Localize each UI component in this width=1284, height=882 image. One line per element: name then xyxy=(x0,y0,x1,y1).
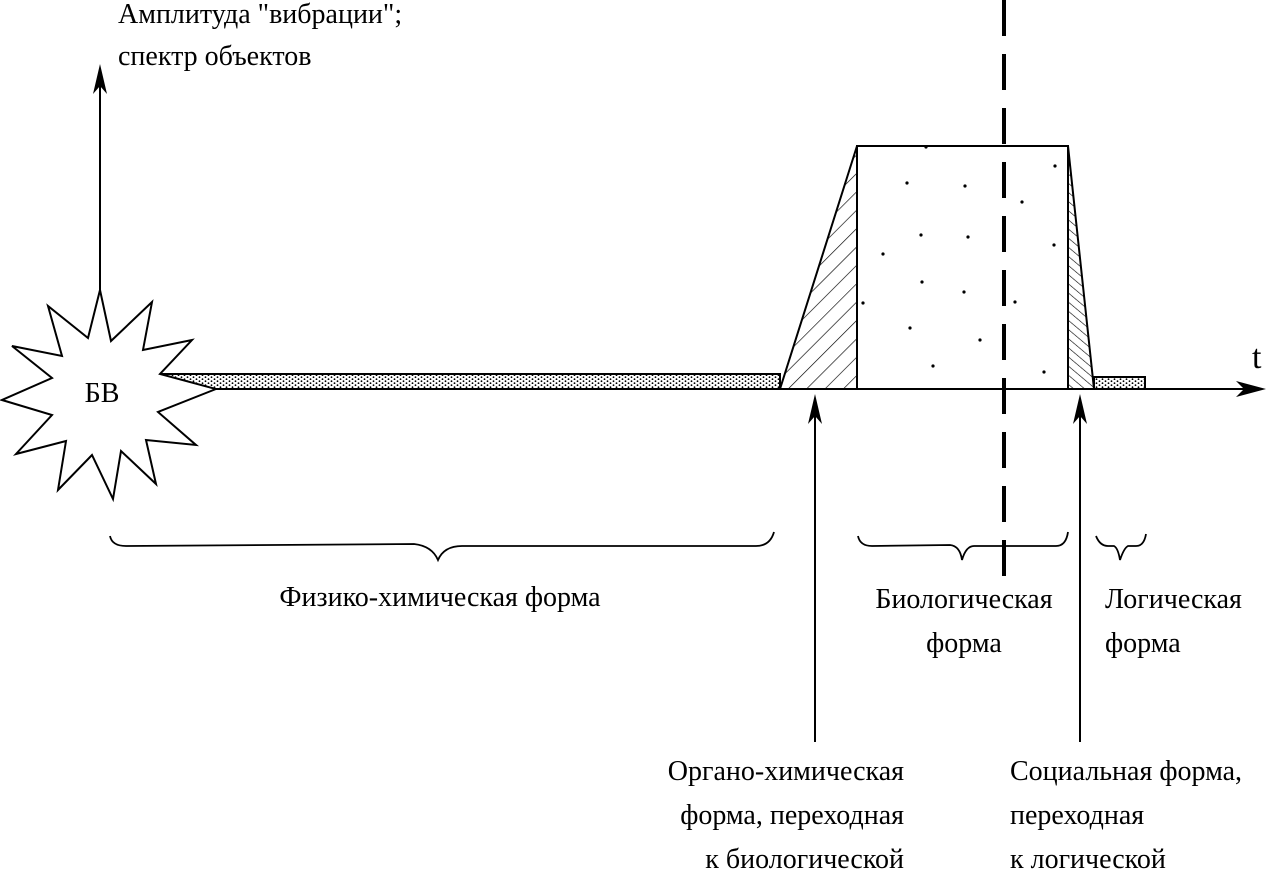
star-burst-icon xyxy=(0,289,220,503)
logical-label-line-1: Логическая xyxy=(1105,584,1242,615)
organo-label-line-2: форма, переходная xyxy=(680,800,904,831)
brace-biological xyxy=(857,531,1069,561)
brace-physico-chemical xyxy=(109,531,775,563)
organo-chemical-wedge xyxy=(778,145,858,390)
y-axis-label-line-2: спектр объектов xyxy=(118,41,312,72)
organo-chemical-label: Органо-химическая форма, переходная к би… xyxy=(560,750,904,882)
biological-label-line-1: Биологическая xyxy=(875,584,1053,615)
social-label: Социальная форма, переходная к логическо… xyxy=(1010,750,1242,882)
biological-block-dots xyxy=(861,145,1057,374)
physico-chemical-label: Физико-химическая форма xyxy=(279,582,601,613)
organo-chemical-pointer xyxy=(808,394,822,742)
y-axis-label-line-1: Амплитуда "вибрации"; xyxy=(118,0,403,30)
social-label-line-2: переходная xyxy=(1010,800,1145,831)
organo-label-line-3: к биологической xyxy=(705,844,904,875)
y-axis xyxy=(93,64,107,292)
biological-label-line-2: форма xyxy=(926,628,1002,659)
logical-label: Логическая форма xyxy=(1105,578,1242,666)
logical-block xyxy=(1093,376,1146,390)
brace-logical xyxy=(1095,533,1147,561)
social-pointer xyxy=(1073,394,1087,742)
y-axis-label: Амплитуда "вибрации"; спектр объектов xyxy=(118,0,402,78)
social-label-line-3: к логической xyxy=(1010,844,1166,875)
organo-label-line-1: Органо-химическая xyxy=(667,756,904,787)
biological-block xyxy=(856,145,1069,390)
logical-label-line-2: форма xyxy=(1105,628,1181,659)
biological-label: Биологическая форма xyxy=(852,578,1076,666)
social-wedge xyxy=(1067,145,1096,390)
time-axis-label: t xyxy=(1252,339,1262,376)
social-label-line-1: Социальная форма, xyxy=(1010,756,1243,787)
star-label: БВ xyxy=(84,378,120,409)
physico-chemical-band xyxy=(154,373,781,390)
